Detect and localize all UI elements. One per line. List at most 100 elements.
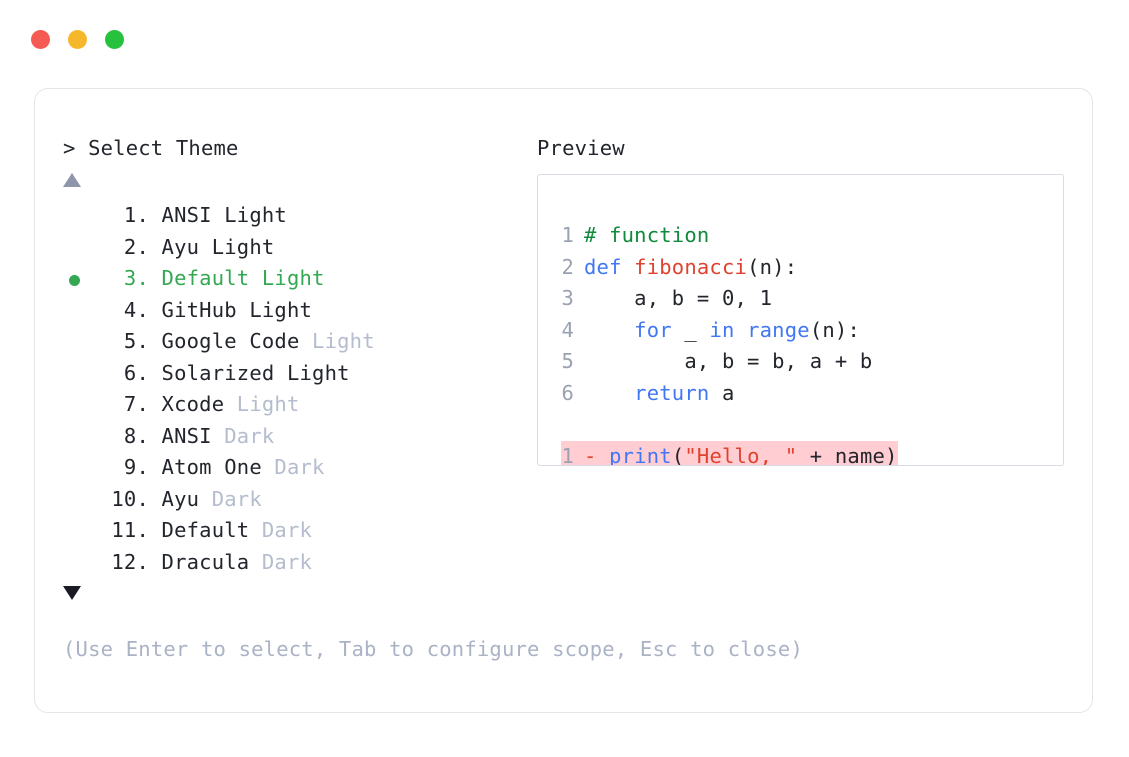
code-token: a xyxy=(709,380,735,405)
code-line: 4 for _ in range(n): xyxy=(561,315,910,347)
theme-item-variant: Light xyxy=(211,203,287,227)
code-token: 0 xyxy=(721,286,735,310)
maximize-icon[interactable] xyxy=(105,30,124,49)
theme-item-variant: Light xyxy=(274,360,350,385)
theme-list-item[interactable]: 9. Atom One Dark xyxy=(63,452,513,484)
code-token: (n): xyxy=(809,317,860,342)
theme-item-name: Ayu xyxy=(149,486,200,511)
window-traffic-lights xyxy=(31,30,124,49)
theme-item-variant: Dark xyxy=(261,455,325,479)
theme-list-item[interactable]: 11. Default Dark xyxy=(63,515,513,547)
theme-item-name: Default xyxy=(149,518,250,542)
theme-item-name: Default xyxy=(149,266,250,290)
close-icon[interactable] xyxy=(31,30,50,49)
theme-item-name: Atom One xyxy=(149,455,262,479)
theme-item-index: 12. xyxy=(111,549,149,574)
code-token: print xyxy=(609,443,672,466)
code-line: 5 a, b = b, a + b xyxy=(561,346,910,378)
code-line: 3 a, b = 0, 1 xyxy=(561,283,910,315)
preview-label: Preview xyxy=(537,136,625,160)
theme-item-variant: Dark xyxy=(249,549,313,574)
code-token: (n): xyxy=(747,254,798,279)
code-token: ( xyxy=(671,443,685,466)
code-token: def xyxy=(584,254,635,279)
theme-item-index: 5. xyxy=(123,329,149,353)
theme-list-item[interactable]: 6. Solarized Light xyxy=(63,358,513,390)
code-line: 2 def fibonacci(n): xyxy=(561,252,910,284)
code-token: + name) xyxy=(797,443,898,466)
code-token xyxy=(735,318,748,342)
theme-item-variant: Dark xyxy=(249,518,313,542)
code-token: return xyxy=(634,380,710,405)
selected-bullet-icon xyxy=(69,274,80,286)
code-token: in xyxy=(709,317,735,342)
theme-list-item[interactable]: 10. Ayu Dark xyxy=(63,484,513,516)
code-token: "Hello, " xyxy=(684,443,798,466)
theme-list-item[interactable]: 8. ANSI Dark xyxy=(63,421,513,453)
scroll-up-icon[interactable] xyxy=(63,173,81,187)
minimize-icon[interactable] xyxy=(68,30,87,49)
theme-item-index: 6. xyxy=(123,360,149,385)
theme-item-variant: Light xyxy=(249,266,325,290)
theme-item-index: 2. xyxy=(123,234,149,259)
theme-item-variant: Light xyxy=(236,297,313,322)
code-token: fibonacci xyxy=(634,254,748,279)
code-token xyxy=(584,318,634,342)
theme-item-variant: Dark xyxy=(211,423,275,448)
code-token: # function xyxy=(584,223,710,247)
line-number: 5 xyxy=(561,349,574,373)
theme-item-name: ANSI xyxy=(149,423,212,448)
line-number: 4 xyxy=(561,317,574,342)
theme-item-index: 8. xyxy=(123,423,149,448)
theme-item-index: 1. xyxy=(123,203,149,227)
theme-list-item[interactable]: 12. Dracula Dark xyxy=(63,547,513,579)
scroll-down-icon[interactable] xyxy=(63,586,81,600)
code-token: 1 xyxy=(759,286,773,310)
line-number: 1 xyxy=(561,443,574,466)
theme-list-item[interactable]: 7. Xcode Light xyxy=(63,389,513,421)
code-line: 6 return a xyxy=(561,378,910,410)
page-title: > Select Theme xyxy=(63,136,239,160)
theme-item-name: Dracula xyxy=(149,549,250,574)
theme-item-name: GitHub xyxy=(149,297,237,322)
theme-item-index: 3. xyxy=(123,266,149,290)
theme-list-item[interactable]: 4. GitHub Light xyxy=(63,295,513,327)
code-token: _ xyxy=(671,317,710,342)
theme-item-variant: Dark xyxy=(199,486,262,511)
theme-item-name: Ayu xyxy=(149,234,200,259)
theme-item-index: 9. xyxy=(123,455,149,479)
code-line: 1 # function xyxy=(561,220,910,252)
theme-list-item[interactable]: 2. Ayu Light xyxy=(63,232,513,264)
line-number: 1 xyxy=(561,223,574,247)
theme-item-index: 4. xyxy=(123,297,149,322)
code-token: a, b = xyxy=(584,286,722,310)
theme-item-name: Xcode xyxy=(149,392,225,416)
theme-list-item[interactable]: 5. Google Code Light xyxy=(63,326,513,358)
code-token: range xyxy=(747,317,810,342)
theme-item-name: Solarized xyxy=(149,360,275,385)
diff-sign: - xyxy=(584,443,610,466)
theme-item-index: 7. xyxy=(123,392,149,416)
theme-item-variant: Light xyxy=(224,392,300,416)
code-token: for xyxy=(634,317,672,342)
line-number: 2 xyxy=(561,254,574,279)
code-token xyxy=(584,381,634,405)
theme-list-item[interactable]: 1. ANSI Light xyxy=(63,200,513,232)
line-number: 6 xyxy=(561,380,574,405)
theme-list-item[interactable]: 3. Default Light xyxy=(63,263,513,295)
diff-line-removed: 1- print("Hello, " + name) xyxy=(561,440,898,466)
keyboard-hint: (Use Enter to select, Tab to configure s… xyxy=(63,637,803,661)
code-token: a, b = b, a + b xyxy=(584,349,873,373)
theme-item-variant: Light xyxy=(299,329,375,353)
theme-item-index: 10. xyxy=(111,486,149,511)
theme-item-name: ANSI xyxy=(149,203,212,227)
theme-item-index: 11. xyxy=(111,518,149,542)
code-token: , xyxy=(734,286,760,310)
code-spacer xyxy=(561,409,910,441)
line-number: 3 xyxy=(561,286,574,310)
